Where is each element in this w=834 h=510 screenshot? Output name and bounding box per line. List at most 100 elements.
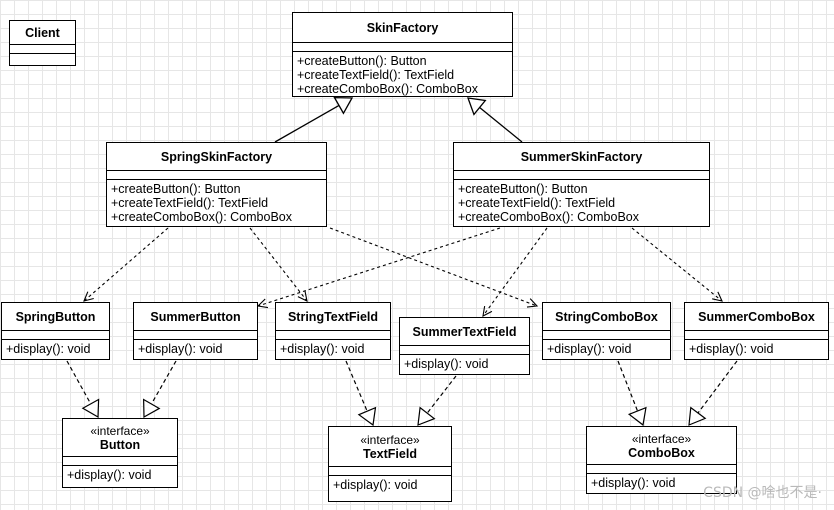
- dependency-arrowhead: [256, 298, 269, 309]
- class-string-text-field-name: StringTextField: [287, 309, 379, 324]
- realization-arrowhead: [417, 406, 436, 426]
- operation: +createComboBox(): ComboBox: [458, 210, 639, 224]
- class-summer-text-field[interactable]: SummerTextField +display(): void: [399, 317, 530, 375]
- operation: +createTextField(): TextField: [458, 196, 616, 210]
- dependency-line: [329, 227, 538, 307]
- operation: +display(): void: [404, 357, 489, 371]
- realization-arrowhead: [357, 406, 377, 427]
- operation: +createButton(): Button: [458, 182, 588, 196]
- dependency-line: [257, 227, 501, 307]
- class-summer-combo-box[interactable]: SummerComboBox +display(): void: [684, 302, 829, 360]
- interface-button[interactable]: «interface» Button +display(): void: [62, 418, 178, 488]
- class-summer-text-field-name: SummerTextField: [412, 324, 517, 339]
- operation: +display(): void: [138, 342, 223, 356]
- dependency-arrowhead: [83, 291, 94, 302]
- generalization-line: [479, 106, 523, 143]
- class-string-text-field[interactable]: StringTextField +display(): void: [275, 302, 391, 360]
- generalization-arrowhead: [333, 96, 354, 115]
- dependency-line: [631, 227, 723, 302]
- class-string-combo-box[interactable]: StringComboBox +display(): void: [542, 302, 671, 360]
- class-spring-button-attributes: [2, 331, 109, 340]
- interface-textfield-name: TextField: [363, 446, 417, 461]
- class-summer-combo-box-operations: +display(): void: [685, 340, 828, 358]
- dependency-line: [83, 227, 169, 302]
- class-summer-skin-factory-operations: +createButton(): Button +createTextField…: [454, 180, 709, 226]
- dependency-line: [249, 227, 308, 302]
- operation: +display(): void: [689, 342, 774, 356]
- class-summer-button-name: SummerButton: [150, 309, 241, 324]
- operation: +createComboBox(): ComboBox: [297, 82, 478, 96]
- stereotype-label: «interface»: [360, 432, 420, 447]
- class-spring-button-operations: +display(): void: [2, 340, 109, 358]
- realization-arrowhead: [143, 398, 161, 419]
- operation: +createButton(): Button: [297, 54, 427, 68]
- interface-combobox-name: ComboBox: [628, 445, 695, 460]
- realization-line: [617, 360, 639, 412]
- operation: +createComboBox(): ComboBox: [111, 210, 292, 224]
- class-skin-factory[interactable]: SkinFactory +createButton(): Button +cre…: [292, 12, 513, 97]
- class-summer-button-operations: +display(): void: [134, 340, 257, 358]
- class-summer-skin-factory-attributes: [454, 171, 709, 180]
- interface-textfield-operations: +display(): void: [329, 476, 451, 494]
- dependency-arrowhead: [712, 291, 723, 302]
- class-skin-factory-attributes: [293, 43, 512, 52]
- class-spring-button-name: SpringButton: [15, 309, 96, 324]
- realization-arrowhead: [81, 398, 100, 419]
- realization-line: [426, 375, 457, 414]
- class-string-text-field-operations: +display(): void: [276, 340, 390, 358]
- stereotype-label: «interface»: [90, 423, 150, 438]
- class-string-combo-box-attributes: [543, 331, 670, 340]
- realization-line: [345, 360, 368, 412]
- class-string-combo-box-name: StringComboBox: [555, 309, 658, 324]
- interface-button-operations: +display(): void: [63, 466, 177, 484]
- generalization-line: [274, 104, 340, 143]
- interface-button-attributes: [63, 457, 177, 466]
- class-client-attributes: [10, 45, 75, 54]
- class-summer-combo-box-attributes: [685, 331, 828, 340]
- interface-combobox-attributes: [587, 465, 736, 474]
- class-summer-text-field-attributes: [400, 346, 529, 355]
- operation: +display(): void: [333, 478, 418, 492]
- class-spring-skin-factory-attributes: [107, 171, 326, 180]
- operation: +createTextField(): TextField: [297, 68, 455, 82]
- stereotype-label: «interface»: [631, 431, 692, 446]
- class-spring-button[interactable]: SpringButton +display(): void: [1, 302, 110, 360]
- realization-arrowhead: [627, 406, 647, 427]
- generalization-arrowhead: [467, 97, 487, 116]
- class-spring-skin-factory-name: SpringSkinFactory: [160, 149, 273, 164]
- realization-line: [66, 360, 92, 405]
- interface-textfield[interactable]: «interface» TextField +display(): void: [328, 426, 452, 502]
- class-spring-skin-factory[interactable]: SpringSkinFactory +createButton(): Butto…: [106, 142, 327, 227]
- operation: +display(): void: [591, 476, 676, 490]
- dependency-arrowhead: [482, 305, 493, 317]
- class-client-name: Client: [25, 25, 60, 40]
- interface-button-name: Button: [99, 437, 141, 452]
- class-spring-skin-factory-operations: +createButton(): Button +createTextField…: [107, 180, 326, 226]
- class-skin-factory-operations: +createButton(): Button +createTextField…: [293, 52, 512, 98]
- class-string-combo-box-operations: +display(): void: [543, 340, 670, 358]
- class-summer-skin-factory-name: SummerSkinFactory: [520, 149, 643, 164]
- operation: +display(): void: [67, 468, 152, 482]
- class-summer-combo-box-name: SummerComboBox: [698, 309, 815, 324]
- realization-line: [150, 360, 177, 405]
- class-skin-factory-name: SkinFactory: [366, 20, 439, 35]
- class-summer-skin-factory[interactable]: SummerSkinFactory +createButton(): Butto…: [453, 142, 710, 227]
- class-summer-button-attributes: [134, 331, 257, 340]
- interface-textfield-attributes: [329, 467, 451, 476]
- class-summer-text-field-operations: +display(): void: [400, 355, 529, 373]
- interface-combobox-operations: +display(): void: [587, 474, 736, 492]
- realization-line: [697, 360, 738, 414]
- interface-combobox[interactable]: «interface» ComboBox +display(): void: [586, 426, 737, 494]
- operation: +createButton(): Button: [111, 182, 241, 196]
- dependency-arrowhead: [297, 291, 308, 302]
- class-summer-button[interactable]: SummerButton +display(): void: [133, 302, 258, 360]
- class-string-text-field-attributes: [276, 331, 390, 340]
- operation: +createTextField(): TextField: [111, 196, 269, 210]
- operation: +display(): void: [280, 342, 365, 356]
- operation: +display(): void: [547, 342, 632, 356]
- dependency-line: [482, 227, 548, 317]
- class-client[interactable]: Client: [9, 20, 76, 66]
- watermark: CSDN @啥也不是·: [703, 485, 822, 501]
